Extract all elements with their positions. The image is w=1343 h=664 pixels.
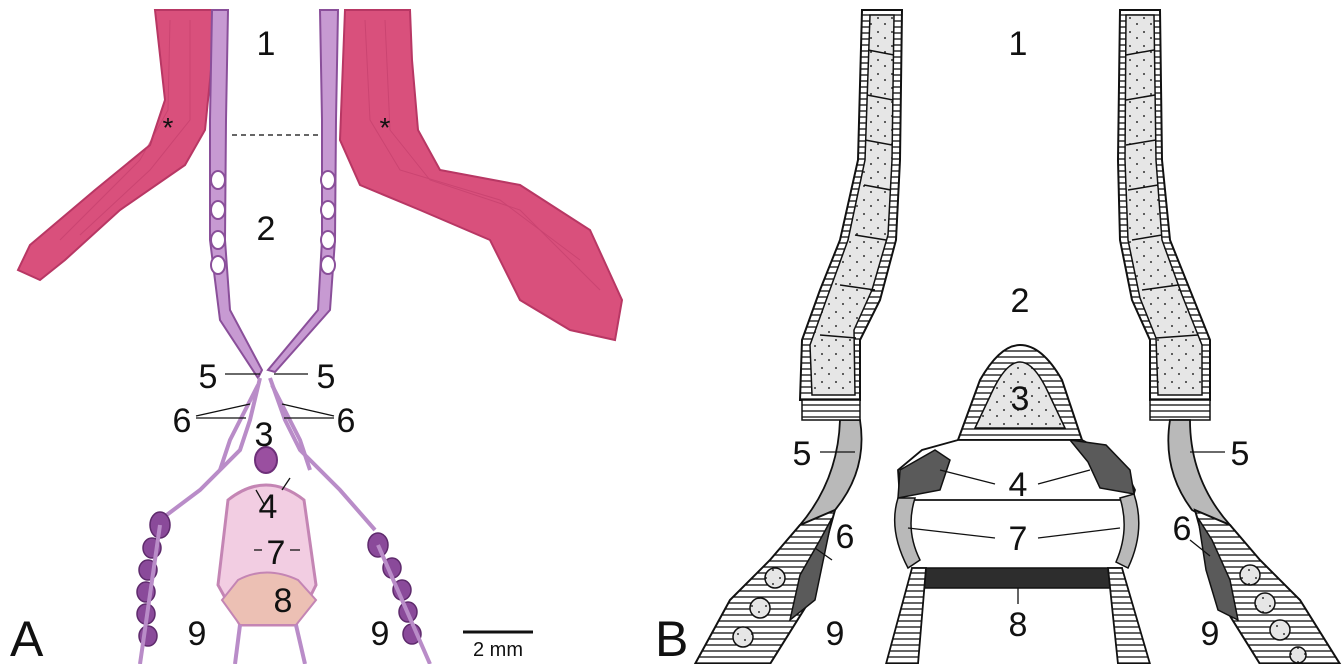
right-cartilage-chain [268, 10, 338, 372]
label-9-right: 9 [371, 615, 390, 653]
label-asterisk-right: * [380, 112, 391, 143]
label-5-right: 5 [1231, 435, 1250, 473]
label-1: 1 [257, 25, 276, 63]
lower-left-leg [886, 568, 926, 664]
label-2: 2 [1011, 282, 1030, 320]
right-region-7 [1116, 494, 1139, 568]
schematic-drawing: 1 2 3 4 5 5 6 6 7 8 9 9 B [650, 0, 1343, 664]
label-6-left: 6 [836, 518, 855, 556]
label-2: 2 [257, 210, 276, 248]
label-6-left: 6 [173, 402, 192, 440]
label-9-right: 9 [1201, 615, 1220, 653]
label-3: 3 [1011, 380, 1030, 418]
left-region-5-top [802, 400, 860, 420]
lower-right-leg [1108, 568, 1150, 664]
left-muscle-band [18, 10, 215, 280]
label-7: 7 [267, 534, 286, 572]
label-asterisk-left: * [163, 112, 174, 143]
label-7: 7 [1009, 520, 1028, 558]
label-9-left: 9 [826, 615, 845, 653]
right-region-5-top [1150, 400, 1210, 420]
label-5-left: 5 [199, 358, 218, 396]
label-4: 4 [259, 488, 278, 526]
label-1: 1 [1009, 25, 1028, 63]
label-8: 8 [1009, 606, 1028, 644]
label-4: 4 [1009, 466, 1028, 504]
label-5-left: 5 [793, 435, 812, 473]
histology-section: 2 mm 1 2 * * 5 5 6 6 3 4 7 8 9 9 A [0, 0, 650, 664]
label-8: 8 [274, 582, 293, 620]
right-muscle-band [340, 10, 622, 340]
label-9-left: 9 [188, 615, 207, 653]
panel-a-histology: 2 mm 1 2 * * 5 5 6 6 3 4 7 8 9 9 A [0, 0, 650, 664]
left-cartilage-chain [210, 10, 262, 378]
central-region-8 [912, 568, 1122, 588]
label-6-right: 6 [337, 402, 356, 440]
scale-bar-text: 2 mm [473, 639, 523, 661]
label-5-right: 5 [317, 358, 336, 396]
panel-letter-b: B [655, 611, 688, 664]
left-region-7 [895, 498, 920, 568]
label-3: 3 [255, 416, 274, 454]
panel-b-schematic: 1 2 3 4 5 5 6 6 7 8 9 9 B [650, 0, 1343, 664]
panel-letter-a: A [10, 611, 44, 664]
label-6-right: 6 [1173, 510, 1192, 548]
